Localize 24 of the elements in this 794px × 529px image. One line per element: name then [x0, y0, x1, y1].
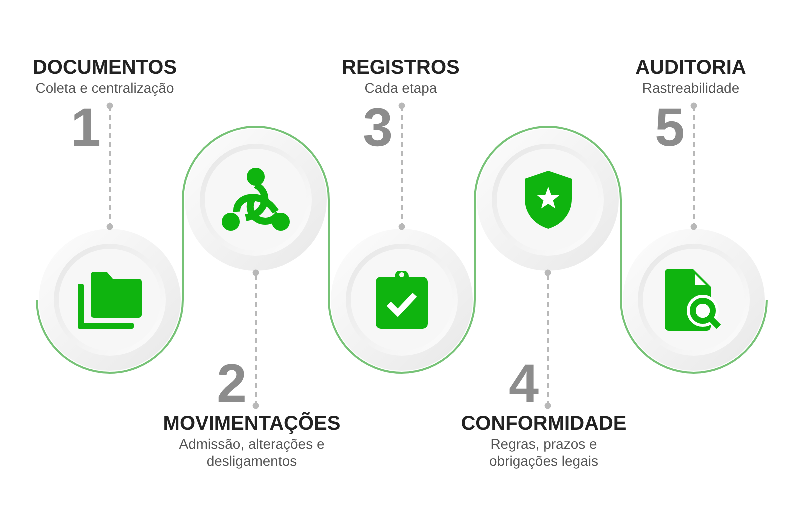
leader-line: [544, 270, 552, 410]
step-title: REGISTROS: [342, 56, 460, 80]
leader-line: [106, 102, 114, 230]
step-description: Regras, prazos e obrigações legais: [488, 436, 600, 470]
leader-line: [398, 102, 406, 230]
step-description: Coleta e centralização: [36, 80, 174, 97]
step-description: Rastreabilidade: [642, 80, 740, 97]
connector-line: [474, 200, 476, 300]
step-description: Admissão, alterações e desligamentos: [178, 436, 326, 470]
step-title: AUDITORIA: [636, 56, 746, 80]
step-number: 2: [216, 362, 247, 406]
leader-line: [252, 270, 260, 410]
step-title: MOVIMENTAÇÕES: [163, 412, 341, 436]
connector-line: [328, 200, 330, 300]
step-number: 3: [362, 106, 393, 150]
connector-line: [620, 200, 622, 300]
leader-line: [690, 102, 698, 230]
connector-line: [182, 200, 184, 300]
step-title: CONFORMIDADE: [461, 412, 627, 436]
step-description: Cada etapa: [364, 80, 438, 97]
step-number: 5: [654, 106, 685, 150]
step-number: 4: [508, 362, 539, 406]
step-number: 1: [70, 106, 101, 150]
step-title: DOCUMENTOS: [32, 56, 178, 80]
